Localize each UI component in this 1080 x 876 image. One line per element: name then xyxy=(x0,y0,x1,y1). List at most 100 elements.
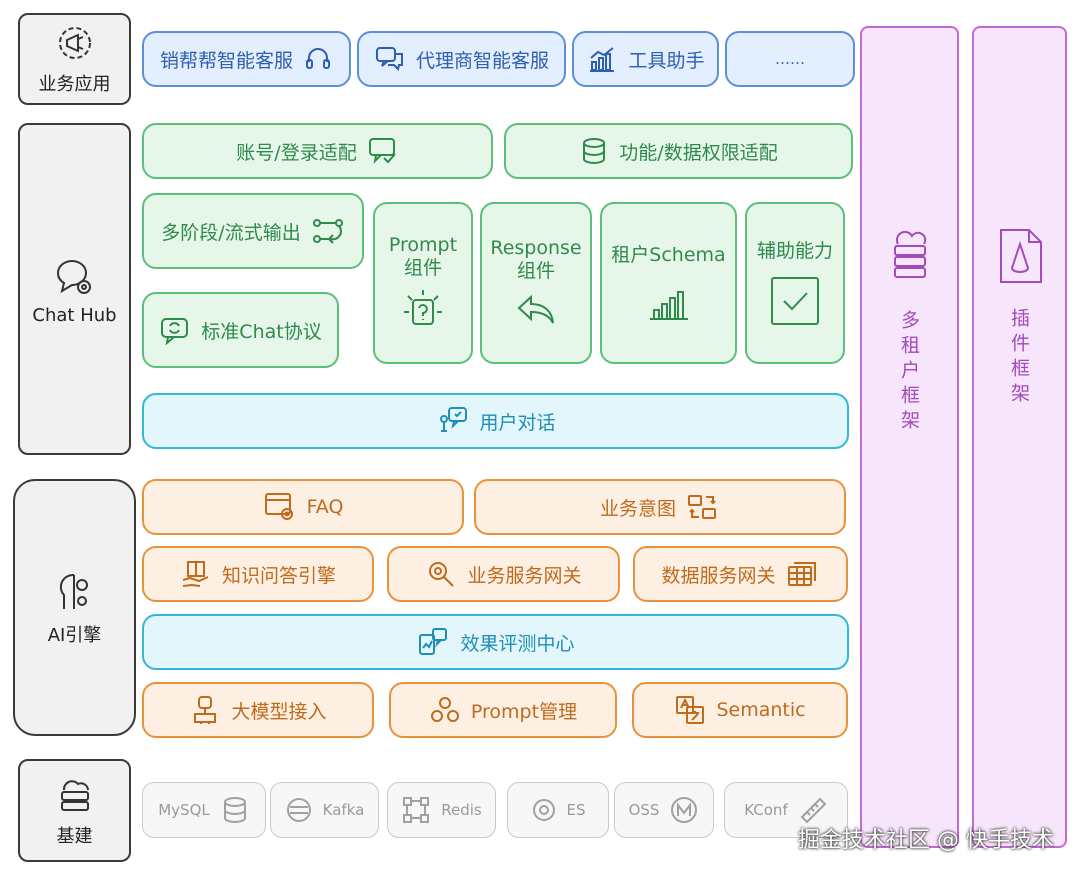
chathub-permission-adapter[interactable]: 功能/数据权限适配 xyxy=(504,123,853,179)
app-agent-label: 代理商智能客服 xyxy=(415,49,549,72)
database-icon xyxy=(223,797,246,823)
chathub-schema-label: 租户Schema xyxy=(611,243,726,266)
ai-head-gear-icon xyxy=(59,573,88,609)
chathub-user-dialog[interactable]: 用户对话 xyxy=(142,393,849,449)
layer-ai-label: AI引擎 xyxy=(47,624,102,646)
chathub-account-label: 账号/登录适配 xyxy=(236,141,357,164)
chathub-dialog-label: 用户对话 xyxy=(479,411,556,434)
app-more[interactable]: …… xyxy=(725,31,855,87)
ai-semantic[interactable]: Semantic xyxy=(632,682,848,738)
ai-biz-gateway[interactable]: 业务服务网关 xyxy=(387,546,620,602)
infra-oss[interactable]: OSS xyxy=(614,782,714,838)
ai-faq-label: FAQ xyxy=(306,496,344,518)
database-icon xyxy=(583,138,606,164)
translate-icon xyxy=(676,696,705,724)
user-chat-icon xyxy=(440,407,468,432)
chathub-multistage-output[interactable]: 多阶段/流式输出 xyxy=(142,193,364,269)
cloud-server-icon xyxy=(893,230,926,278)
search-gear-icon xyxy=(429,562,455,587)
m-circle-icon xyxy=(671,797,698,823)
ai-llm-label: 大模型接入 xyxy=(231,700,327,723)
ai-data-gateway[interactable]: 数据服务网关 xyxy=(633,546,848,602)
framework-plugin[interactable]: 插件框架 xyxy=(972,26,1067,848)
infra-es[interactable]: ES xyxy=(507,782,609,838)
infra-mysql-label: MySQL xyxy=(158,801,210,819)
ai-faq[interactable]: FAQ xyxy=(142,479,464,535)
app-tool-label: 工具助手 xyxy=(628,49,705,72)
ai-eval-label: 效果评测中心 xyxy=(460,632,575,655)
infra-redis-label: Redis xyxy=(441,801,482,819)
infra-kconf[interactable]: KConf xyxy=(724,782,848,838)
framework-plugin-label: 插件框架 xyxy=(1008,308,1030,408)
chathub-multistage-label: 多阶段/流式输出 xyxy=(161,221,301,244)
checkbox-icon xyxy=(771,277,819,326)
ai-prompt-management[interactable]: Prompt管理 xyxy=(389,682,617,738)
chat-sync-icon xyxy=(161,318,189,345)
layer-business-label: 业务应用 xyxy=(38,74,111,95)
infra-kafka-label: Kafka xyxy=(322,801,365,819)
chat-bubbles-icon xyxy=(375,47,403,71)
book-hand-icon xyxy=(182,561,209,587)
flow-icon xyxy=(312,219,343,244)
document-cone-icon xyxy=(999,229,1042,283)
chathub-account-adapter[interactable]: 账号/登录适配 xyxy=(142,123,493,179)
infra-kafka[interactable]: Kafka xyxy=(270,782,379,838)
bar-chart-icon xyxy=(590,47,615,72)
chathub-chat-protocol[interactable]: 标准Chat协议 xyxy=(142,292,339,368)
gears-icon xyxy=(430,697,459,722)
question-box-icon xyxy=(404,289,442,325)
table-stack-icon xyxy=(787,562,816,586)
ai-eval-center[interactable]: 效果评测中心 xyxy=(142,614,849,670)
infra-mysql[interactable]: MySQL xyxy=(142,782,266,838)
infra-oss-label: OSS xyxy=(628,801,660,819)
chathub-assist-label: 辅助能力 xyxy=(756,239,833,262)
robot-icon xyxy=(194,696,217,724)
app-tool-assistant[interactable]: 工具助手 xyxy=(572,31,719,87)
chathub-tenant-schema[interactable]: 租户Schema xyxy=(600,202,737,364)
megaphone-gear-icon xyxy=(58,27,91,59)
watermark: 掘金技术社区 @ 快手技术 xyxy=(798,828,1054,853)
ai-intent-label: 业务意图 xyxy=(599,497,676,520)
ai-kb-label: 知识问答引擎 xyxy=(221,564,336,587)
layer-chathub-label: Chat Hub xyxy=(32,304,117,326)
browser-gear-icon xyxy=(264,493,293,520)
chat-check-icon xyxy=(368,138,396,164)
ai-kb-engine[interactable]: 知识问答引擎 xyxy=(142,546,374,602)
app-xbb-service[interactable]: 销帮帮智能客服 xyxy=(142,31,351,87)
chathub-protocol-label: 标准Chat协议 xyxy=(201,320,322,343)
cloud-server-icon xyxy=(60,779,89,811)
layer-business: 业务应用 xyxy=(18,13,131,105)
chathub-prompt-label: Prompt 组件 xyxy=(388,234,458,279)
ai-semantic-label: Semantic xyxy=(716,699,806,721)
nodes-icon xyxy=(403,797,430,823)
ai-business-intent[interactable]: 业务意图 xyxy=(474,479,846,535)
infra-redis[interactable]: Redis xyxy=(387,782,496,838)
layer-infra-label: 基建 xyxy=(56,825,93,847)
chathub-assist[interactable]: 辅助能力 xyxy=(745,202,845,364)
signal-bars-icon xyxy=(649,291,688,321)
live-globe-icon xyxy=(286,798,311,822)
framework-tenant-label: 多租户框架 xyxy=(898,310,920,435)
target-icon xyxy=(532,799,555,821)
app-agent-service[interactable]: 代理商智能客服 xyxy=(357,31,566,87)
infra-es-label: ES xyxy=(566,801,586,819)
chathub-prompt-component[interactable]: Prompt 组件 xyxy=(373,202,473,364)
chathub-response-component[interactable]: Response 组件 xyxy=(480,202,592,364)
reply-arrow-icon xyxy=(517,294,554,324)
infra-kconf-label: KConf xyxy=(744,801,788,819)
app-more-label: …… xyxy=(775,50,805,68)
framework-multi-tenant[interactable]: 多租户框架 xyxy=(860,26,959,848)
ruler-icon xyxy=(800,797,827,824)
ai-data-gateway-label: 数据服务网关 xyxy=(661,564,776,587)
briefcase-swap-icon xyxy=(688,495,716,519)
chathub-response-label: Response 组件 xyxy=(490,237,582,282)
ai-llm-access[interactable]: 大模型接入 xyxy=(142,682,374,738)
chat-gear-icon xyxy=(56,259,91,294)
layer-ai: AI引擎 xyxy=(13,479,136,736)
app-xbb-label: 销帮帮智能客服 xyxy=(159,49,293,72)
chart-chat-icon xyxy=(419,628,448,655)
headset-icon xyxy=(306,48,330,69)
layer-infra: 基建 xyxy=(18,759,131,862)
chathub-permission-label: 功能/数据权限适配 xyxy=(619,141,778,164)
ai-prompt-mgmt-label: Prompt管理 xyxy=(470,700,578,723)
